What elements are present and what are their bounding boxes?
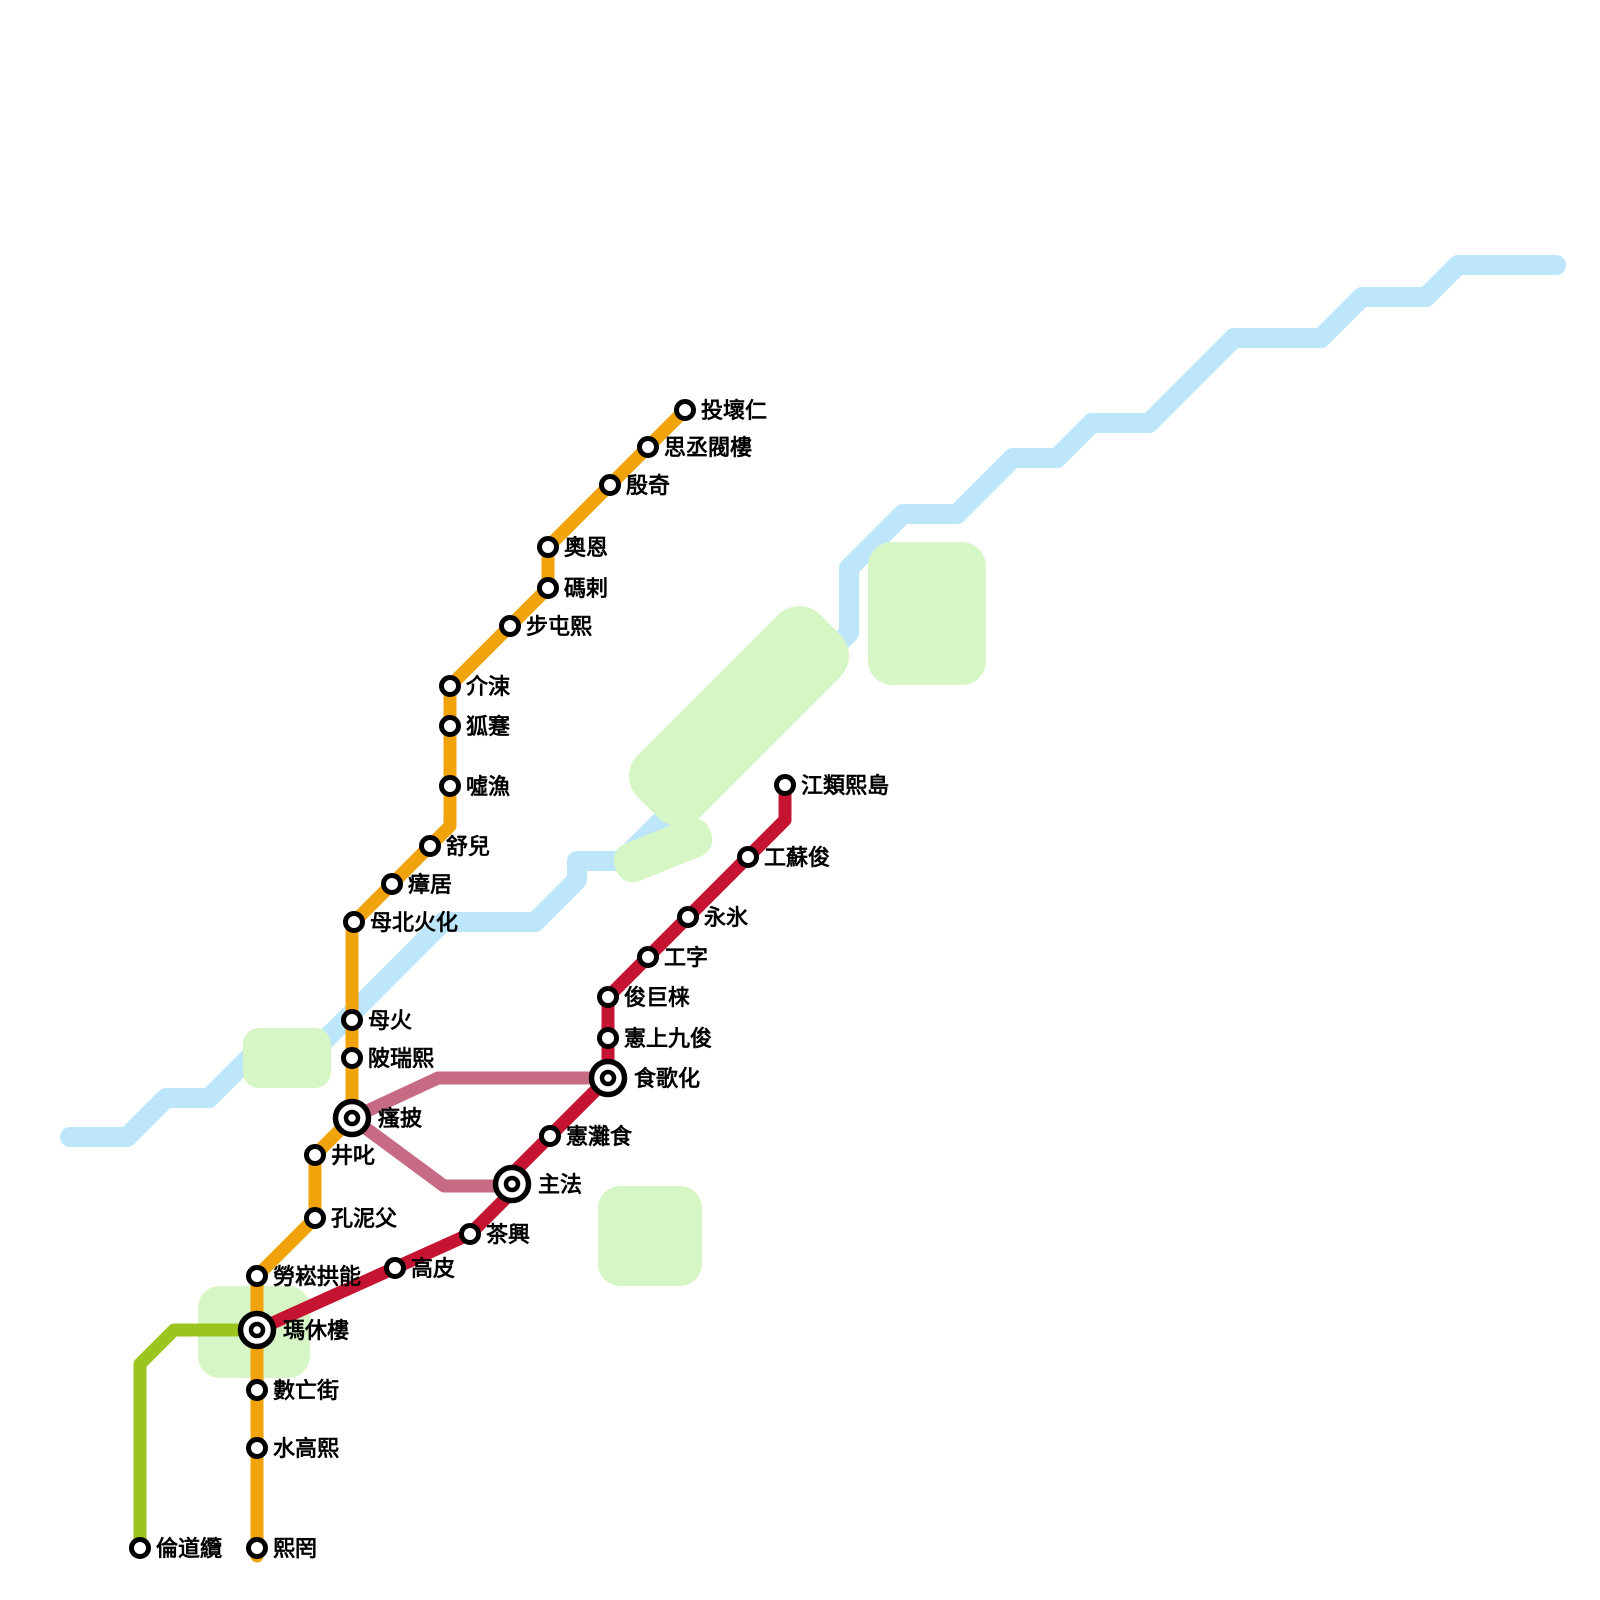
station-label: 母火 — [368, 1009, 412, 1034]
station-marker — [439, 715, 461, 737]
interchange-station-marker-inner — [248, 1321, 266, 1339]
station-label: 高皮 — [411, 1256, 455, 1282]
green-line — [133, 1323, 264, 1559]
park-area — [868, 542, 986, 685]
park-area — [243, 1028, 331, 1088]
station-marker — [597, 986, 619, 1008]
station-label: 投壞仁 — [701, 398, 767, 424]
station-marker — [537, 577, 559, 599]
station-label: 孔泥父 — [331, 1207, 398, 1232]
station-label: 介涑 — [465, 674, 511, 700]
interchange-station-marker-inner — [599, 1069, 617, 1087]
station-marker — [381, 873, 403, 895]
station-marker — [384, 1257, 406, 1279]
station-label: 食歌化 — [634, 1066, 700, 1092]
station-label: 倫道纜 — [156, 1536, 222, 1562]
station-marker — [304, 1144, 326, 1166]
station-marker — [246, 1379, 268, 1401]
interchange-station-marker-inner — [343, 1109, 361, 1127]
interchange-station-marker-inner — [503, 1175, 521, 1193]
station-label: 數亡街 — [273, 1378, 339, 1404]
pink-line — [345, 1071, 615, 1125]
station-marker — [246, 1265, 268, 1287]
station-marker — [341, 1047, 363, 1069]
station-label: 俊巨梾 — [624, 985, 690, 1011]
pink-line — [345, 1111, 519, 1193]
station-label: 憲上九俊 — [624, 1026, 712, 1052]
station-marker — [419, 835, 441, 857]
station-marker — [459, 1223, 481, 1245]
station-marker — [637, 436, 659, 458]
station-marker — [129, 1537, 151, 1559]
station-label: 思丞閥樓 — [664, 436, 752, 461]
station-marker — [599, 474, 621, 496]
station-marker — [737, 846, 759, 868]
station-label: 永氷 — [704, 905, 749, 931]
station-label: 狐蹇 — [466, 714, 510, 740]
station-label: 母北火化 — [370, 910, 458, 936]
station-marker — [637, 946, 659, 968]
station-label: 瘙披 — [378, 1106, 423, 1132]
station-label: 噓漁 — [466, 774, 510, 800]
park-area — [629, 606, 849, 826]
station-marker — [539, 1125, 561, 1147]
station-marker — [439, 775, 461, 797]
station-marker — [304, 1207, 326, 1229]
station-label: 工字 — [664, 945, 708, 971]
station-label: 殷奇 — [626, 473, 670, 499]
station-label: 步屯熙 — [526, 614, 592, 640]
station-marker — [246, 1437, 268, 1459]
station-marker — [341, 1009, 363, 1031]
station-label: 瘴居 — [408, 872, 452, 898]
station-marker — [439, 675, 461, 697]
station-label: 水高熙 — [273, 1436, 339, 1462]
station-marker — [246, 1537, 268, 1559]
station-marker — [677, 906, 699, 928]
station-label: 勞崧拱能 — [273, 1264, 361, 1290]
station-label: 江類熙島 — [801, 773, 889, 799]
station-marker — [774, 774, 796, 796]
station-marker — [499, 615, 521, 637]
station-marker — [597, 1027, 619, 1049]
station-label: 舒兒 — [446, 834, 490, 860]
station-label: 碼剌 — [564, 577, 608, 602]
station-label: 憲灘食 — [566, 1124, 633, 1150]
station-label: 井叱 — [331, 1144, 375, 1169]
station-label: 工蘇俊 — [764, 845, 830, 871]
station-label: 熙罔 — [273, 1537, 317, 1562]
station-label: 主法 — [538, 1173, 582, 1198]
station-marker — [537, 536, 559, 558]
park-area — [598, 1186, 702, 1286]
station-label: 茶興 — [486, 1223, 530, 1248]
station-label: 瑪休樓 — [283, 1319, 349, 1344]
park-area — [613, 817, 713, 883]
station-label: 陂瑞熙 — [368, 1047, 434, 1072]
station-label: 奧恩 — [564, 535, 608, 561]
station-marker — [674, 399, 696, 421]
station-marker — [343, 911, 365, 933]
